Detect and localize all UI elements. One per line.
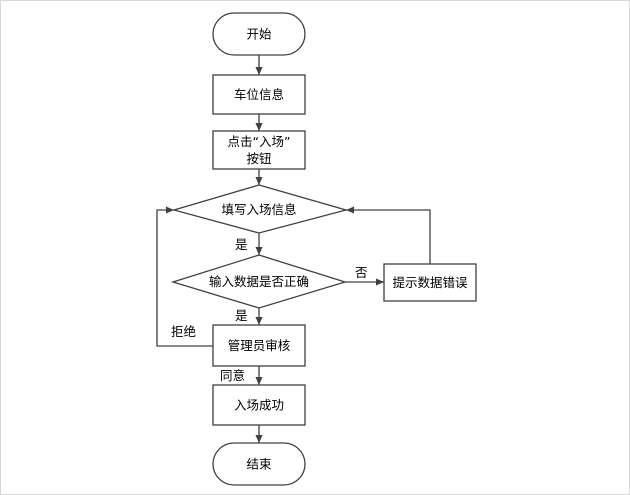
- node-admin-review-label: 管理员审核: [228, 338, 291, 353]
- edge-label-no-invalid: 否: [355, 265, 368, 280]
- process-shape: [212, 324, 306, 367]
- decision-shape: [171, 184, 349, 234]
- node-parking-info-label: 车位信息: [234, 87, 284, 102]
- node-admin-review: 管理员审核: [212, 324, 306, 367]
- node-start-label: 开始: [246, 27, 272, 42]
- node-fill-info: 填写入场信息: [171, 184, 349, 234]
- edge-admin-review-reject-to-fill-info: [156, 206, 213, 347]
- node-validate: 输入数据是否正确: [170, 254, 348, 309]
- decision-shape: [170, 254, 348, 309]
- node-entry-success: 入场成功: [212, 384, 306, 426]
- node-click-enter-label-line1: 点击“入场”: [228, 134, 291, 149]
- terminator-shape: [212, 12, 306, 56]
- edge-label-approve: 同意: [220, 368, 245, 383]
- edges: [156, 55, 431, 443]
- node-entry-success-label: 入场成功: [234, 398, 284, 413]
- node-click-enter-label-line2: 按钮: [246, 151, 271, 166]
- edge-label-yes-valid: 是: [235, 308, 248, 323]
- edge-label-reject: 拒绝: [171, 324, 196, 339]
- node-end: 结束: [212, 442, 306, 486]
- node-validate-label: 输入数据是否正确: [209, 274, 309, 289]
- node-end-label: 结束: [246, 457, 272, 472]
- process-shape: [212, 384, 306, 426]
- node-click-enter: 点击“入场” 按钮: [212, 130, 306, 170]
- node-fill-info-label: 填写入场信息: [221, 202, 296, 217]
- edge-label-yes-after-fill: 是: [235, 237, 248, 252]
- node-error-prompt: 提示数据错误: [383, 263, 477, 302]
- node-error-prompt-label: 提示数据错误: [392, 275, 468, 290]
- node-parking-info: 车位信息: [212, 74, 306, 115]
- process-shape: [212, 74, 306, 115]
- process-shape: [212, 130, 306, 170]
- node-start: 开始: [212, 12, 306, 56]
- process-shape: [383, 263, 477, 302]
- terminator-shape: [212, 442, 306, 486]
- edge-error-prompt-back-to-fill-info: [346, 206, 431, 264]
